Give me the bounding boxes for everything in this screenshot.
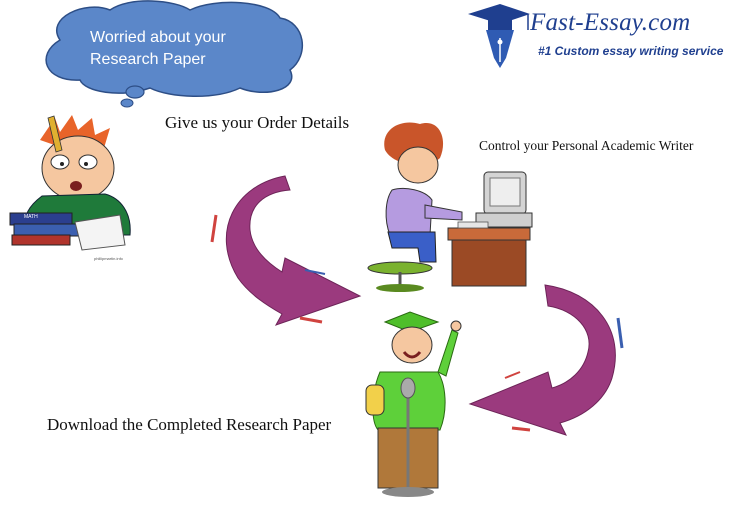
speech-bubble-text: Worried about your Research Paper <box>90 27 280 71</box>
cycle-arrow-right <box>468 284 624 436</box>
worried-student-figure <box>9 115 131 251</box>
book-label: MATH <box>24 214 38 220</box>
brand-logo-icon <box>468 4 530 68</box>
speech-cloud <box>45 0 304 108</box>
step-download-paper: Download the Completed Research Paper <box>47 415 332 434</box>
brand-name: Fast-Essay.com <box>530 9 691 36</box>
writer-at-computer-figure <box>367 122 533 292</box>
graduate-figure <box>365 311 462 497</box>
step-control-writer: Control your Personal Academic Writer <box>479 138 694 153</box>
cycle-arrow-left <box>210 175 362 326</box>
clipart-credit: phillipmartin.info <box>94 256 123 261</box>
brand-tagline: #1 Custom essay writing service <box>538 44 724 58</box>
speech-bubble-line2: Research Paper <box>90 51 206 68</box>
step-order-details: Give us your Order Details <box>165 113 350 132</box>
speech-bubble-line1: Worried about your <box>90 29 226 46</box>
